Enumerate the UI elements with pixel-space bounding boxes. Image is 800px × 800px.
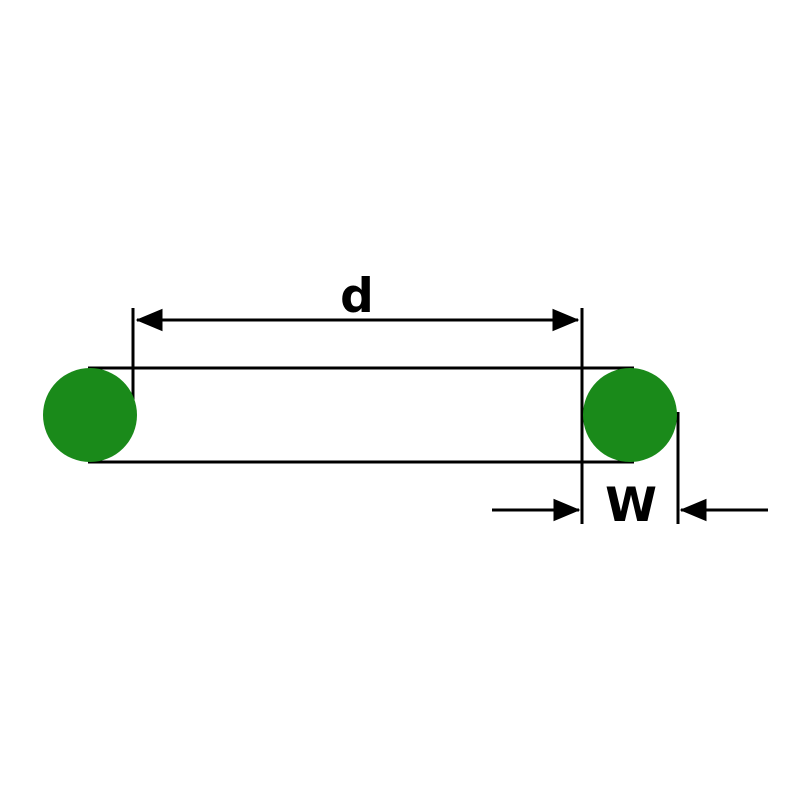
width-label: W [605, 478, 657, 533]
o-ring-cross-section-right [583, 368, 677, 462]
inner-diameter-label: d [340, 269, 374, 324]
o-ring-cross-section-left [43, 368, 137, 462]
